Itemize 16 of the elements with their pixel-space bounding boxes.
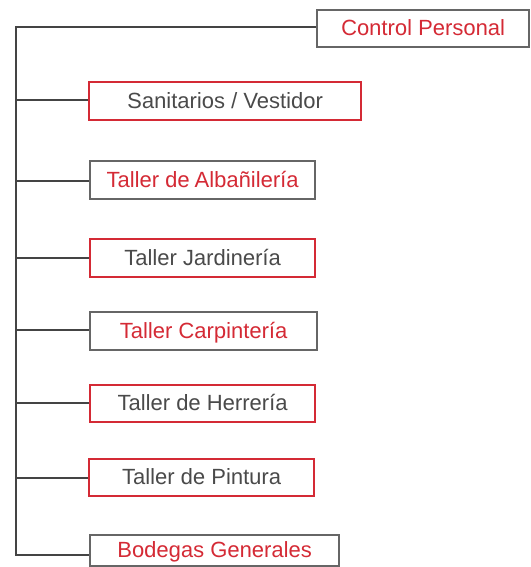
box-label: Control Personal (341, 16, 505, 41)
process-box (89, 534, 340, 567)
box-label: Bodegas Generales (117, 538, 312, 563)
process-box (89, 311, 318, 351)
box-label: Taller de Herrería (118, 391, 288, 416)
box-label: Taller Carpintería (120, 318, 288, 344)
process-box (88, 458, 315, 497)
process-box (88, 81, 362, 121)
process-box (316, 9, 530, 48)
box-label: Taller de Pintura (122, 465, 281, 490)
box-label: Sanitarios / Vestidor (127, 88, 323, 114)
box-label: Taller de Albañilería (106, 168, 298, 192)
box-label: Taller Jardinería (124, 246, 281, 270)
process-box (89, 160, 316, 200)
process-box (89, 384, 316, 423)
process-box (89, 238, 316, 278)
